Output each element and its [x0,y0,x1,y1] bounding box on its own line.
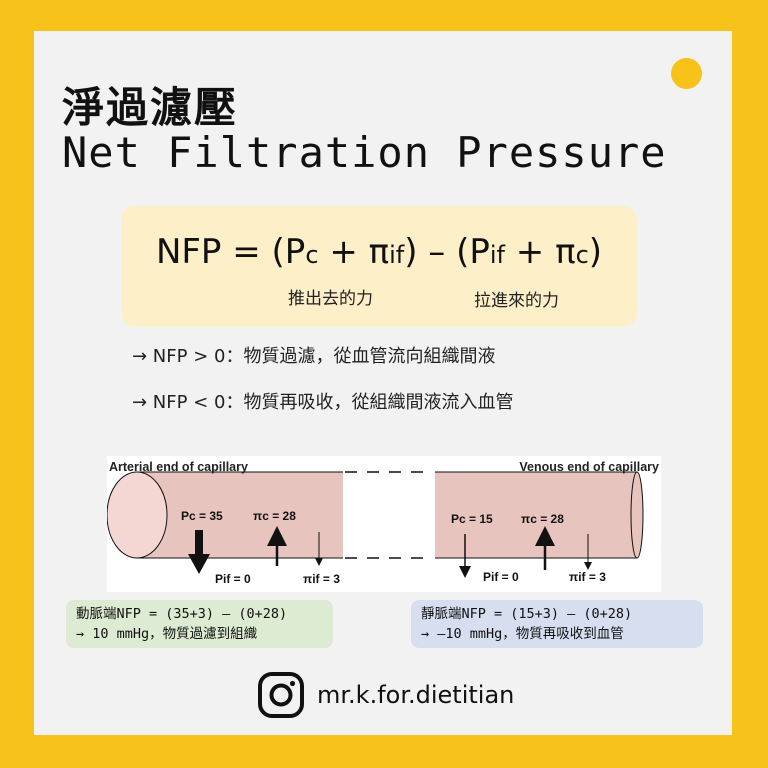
arterial-pic-label: πc = 28 [253,509,296,523]
arterial-pc-arrow [188,530,210,574]
formula-part: NFP = (P [155,232,306,272]
push-force-label: 推出去的力 [288,289,373,309]
venous-pif-label: Pif = 0 [483,570,519,584]
formula-sub: c [575,241,589,269]
formula-sub: c [305,241,319,269]
venous-piif-label: πif = 3 [569,570,606,584]
formula-part: ) – (P [404,232,490,272]
footer-social[interactable]: mr.k.for.dietitian [257,669,514,721]
arterial-pif-label: Pif = 0 [215,572,251,586]
arterial-end-label: Arterial end of capillary [109,460,248,474]
bullet-reabsorption: → NFP < 0：物質再吸收，從組織間液流入血管 [132,392,514,413]
instagram-handle[interactable]: mr.k.for.dietitian [317,681,515,709]
formula-part: + π [318,232,390,272]
arterial-pc-label: Pc = 35 [181,509,223,523]
instagram-icon [258,672,304,718]
nfp-formula: NFP = (Pc + πif) – (Pif + πc) [121,232,637,272]
formula-part: + π [505,232,576,272]
formula-sub: if [389,241,405,269]
capillary-left-end [107,471,168,559]
venous-pc-label: Pc = 15 [451,512,493,526]
bullet-filtration: → NFP > 0：物質過濾，從血管流向組織間液 [132,346,496,367]
venous-nfp-line1: 靜脈端NFP = (15+3) – (0+28) [421,606,633,622]
venous-nfp-note: 靜脈端NFP = (15+3) – (0+28) → –10 mmHg，物質再吸… [411,600,703,648]
decorative-dot [671,58,702,89]
arterial-nfp-note: 動脈端NFP = (35+3) – (0+28) → 10 mmHg，物質過濾到… [66,600,333,648]
title-chinese: 淨過濾壓 [62,83,239,132]
capillary-gap [343,464,435,568]
venous-pic-label: πc = 28 [521,512,564,526]
pull-force-label: 拉進來的力 [474,291,559,311]
arterial-nfp-line2: → 10 mmHg，物質過濾到組織 [76,626,258,642]
title-english: Net Filtration Pressure [62,128,667,177]
arterial-piif-label: πif = 3 [303,572,340,586]
formula-sub: if [489,241,505,269]
venous-nfp-line2: → –10 mmHg，物質再吸收到血管 [421,626,624,642]
venous-end-label: Venous end of capillary [519,460,659,474]
capillary-right-end [630,471,644,559]
arterial-nfp-line1: 動脈端NFP = (35+3) – (0+28) [76,606,288,622]
formula-part: ) [588,232,603,272]
formula-box: NFP = (Pc + πif) – (Pif + πc) [121,206,637,327]
capillary-diagram: Arterial end of capillary Venous end of … [107,456,661,592]
